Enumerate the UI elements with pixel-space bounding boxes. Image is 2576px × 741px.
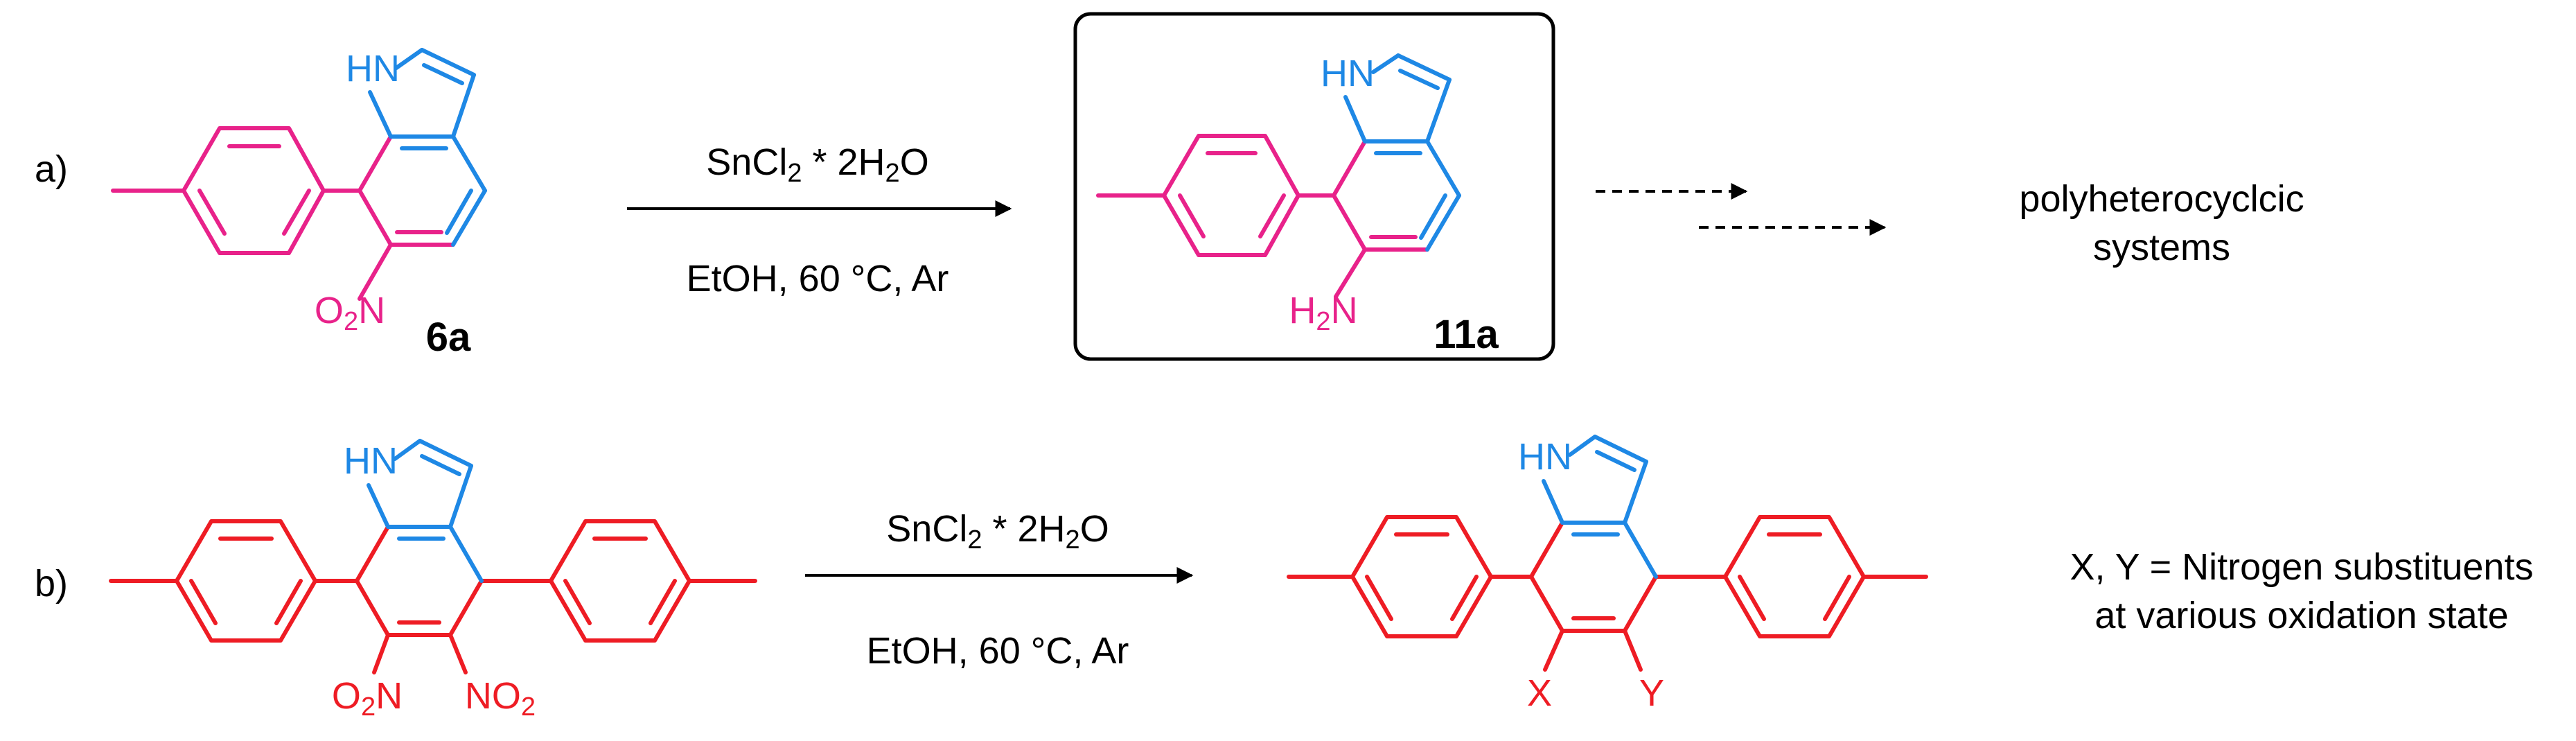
11a-amine-label: H2N bbox=[1289, 290, 1357, 336]
6a-nh-label: HN bbox=[346, 48, 400, 89]
xy-product: HN X Y bbox=[1287, 435, 1928, 714]
product-11a-box bbox=[1073, 12, 1555, 361]
dinitro-starting-material: HN O2N NO2 bbox=[109, 439, 757, 722]
row-b-reagent: SnCl2 * 2H2O bbox=[886, 508, 1109, 555]
6a-nitro-label: O2N bbox=[315, 290, 385, 336]
xy-note-line-2: at various oxidation state bbox=[2094, 595, 2508, 636]
6a-compound-id: 6a bbox=[426, 315, 471, 360]
row-b-conditions: EtOH, 60 °C, Ar bbox=[867, 630, 1129, 672]
row-a-reagent: SnCl2 * 2H2O bbox=[706, 141, 928, 188]
dinitro-right-nitro-label: NO2 bbox=[465, 675, 536, 722]
row-a-label: a) bbox=[35, 148, 68, 190]
row-a-conditions: EtOH, 60 °C, Ar bbox=[687, 258, 949, 299]
xy-note-line-1: X, Y = Nitrogen substituents bbox=[2070, 546, 2534, 588]
x-substituent-label: X bbox=[1527, 672, 1552, 714]
compound-6a: HN O2N 6a bbox=[111, 48, 487, 360]
11a-compound-id: 11a bbox=[1433, 312, 1499, 357]
xy-product-nh-label: HN bbox=[1518, 436, 1572, 478]
dashed-arrows bbox=[1596, 183, 1887, 236]
outcome-line-1: polyheterocyclcic bbox=[2019, 178, 2304, 220]
row-b-label: b) bbox=[35, 563, 68, 604]
compound-11a: HN H2N 11a bbox=[1096, 53, 1499, 357]
dinitro-left-nitro-label: O2N bbox=[332, 675, 403, 722]
outcome-line-2: systems bbox=[2093, 227, 2230, 268]
11a-nh-label: HN bbox=[1321, 53, 1375, 94]
y-substituent-label: Y bbox=[1639, 672, 1664, 714]
dinitro-nh-label: HN bbox=[344, 440, 398, 482]
